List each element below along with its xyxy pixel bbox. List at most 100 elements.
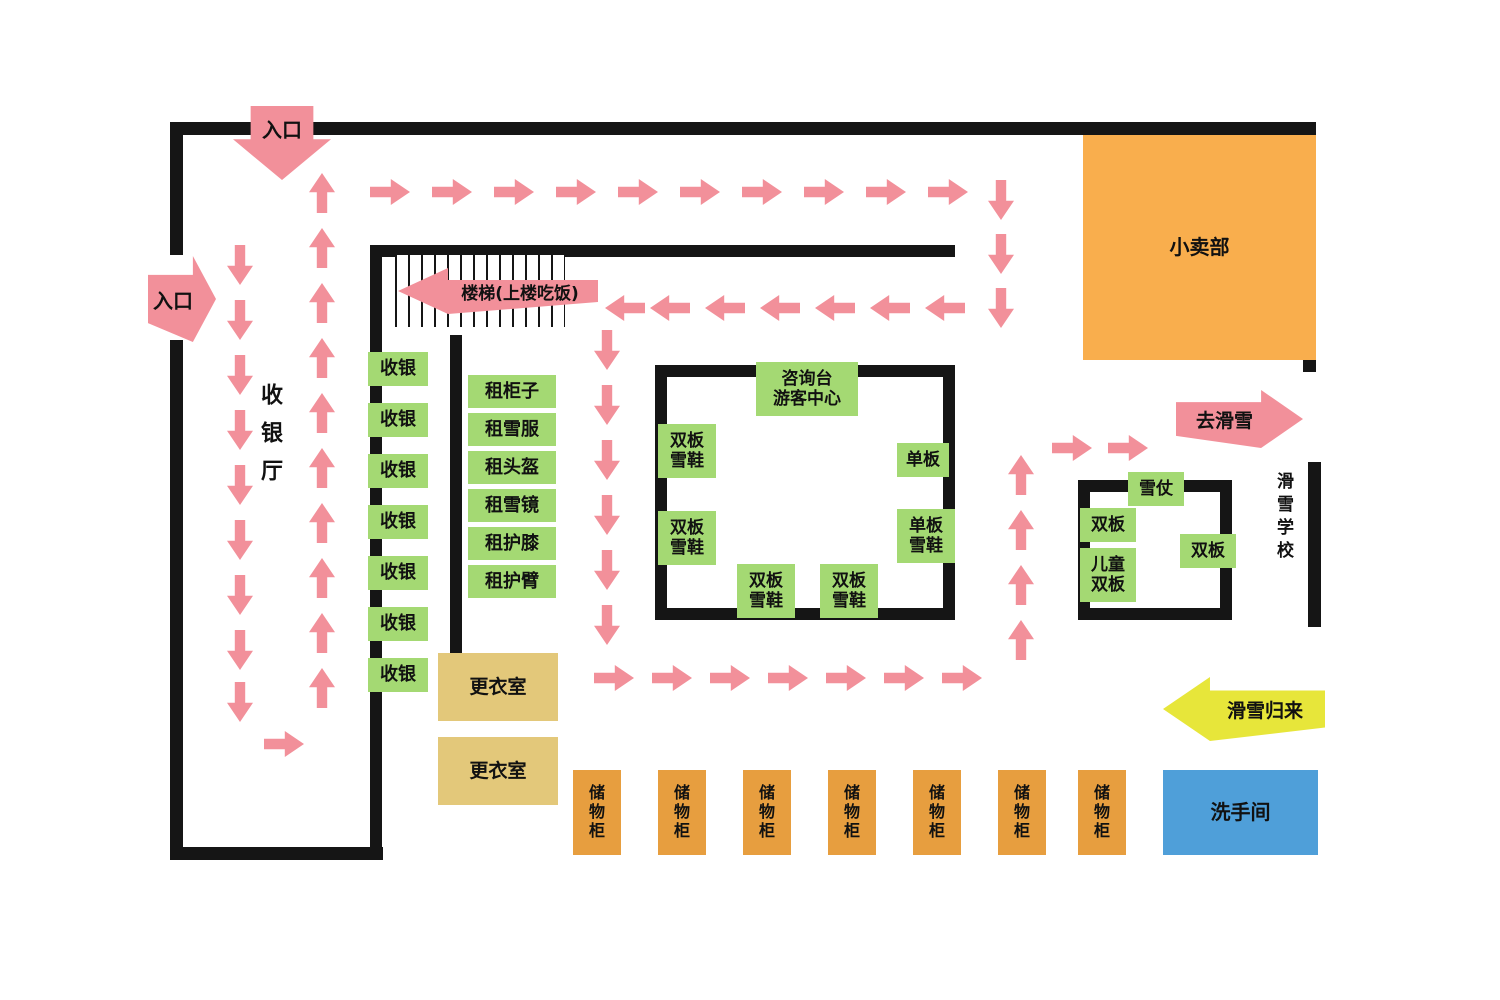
flow-arrow-left [605,295,645,321]
changing-room: 更衣室 [438,653,558,721]
wall [170,340,183,860]
flow-arrow-right [1108,435,1148,461]
cashier-hall-label: 收银厅 [257,383,282,497]
flow-arrow-down [988,288,1014,328]
flow-arrow-right [866,179,906,205]
single-board-boots-box: 单板 雪鞋 [897,509,955,563]
flow-arrow-right [594,665,634,691]
flow-arrow-up [309,338,335,378]
cashier-window: 收银 [368,454,428,488]
flow-arrow-left [815,295,855,321]
double-board-box: 双板 [1080,508,1136,542]
flow-arrow-up [309,503,335,543]
cashier-window: 收银 [368,607,428,641]
flow-arrow-up [1008,565,1034,605]
double-board-boots-box: 双板 雪鞋 [658,511,716,565]
flow-arrow-down [227,465,253,505]
rental-counter-knee-pads: 租护膝 [468,527,556,560]
flow-arrow-down [594,440,620,480]
single-board-box: 单板 [897,443,949,477]
flow-arrow-left [705,295,745,321]
double-board-boots-box: 双板 雪鞋 [658,424,716,478]
flow-arrow-left [650,295,690,321]
go-ski-arrow: 去滑雪 [1176,390,1303,448]
ski-return-arrow: 滑雪归来 [1163,677,1325,741]
flow-arrow-up [309,173,335,213]
storage-locker: 储 物 柜 [658,770,706,855]
flow-arrow-down [594,330,620,370]
cashier-window: 收银 [368,352,428,386]
changing-room: 更衣室 [438,737,558,805]
wall [655,608,955,620]
flow-arrow-left [925,295,965,321]
flow-arrow-down [227,300,253,340]
storage-locker: 储 物 柜 [743,770,791,855]
flow-arrow-up [309,228,335,268]
shop-area: 小卖部 [1083,135,1316,360]
rental-counter-arm-guards: 租护臂 [468,565,556,598]
cashier-window: 收银 [368,403,428,437]
entrance-arrow-top: 入口 [233,106,331,180]
flow-arrow-left [760,295,800,321]
flow-arrow-right [942,665,982,691]
flow-arrow-down [227,245,253,285]
wall [370,245,382,860]
flow-arrow-right [618,179,658,205]
flow-arrow-left [870,295,910,321]
flow-arrow-right [884,665,924,691]
restroom-area: 洗手间 [1163,770,1318,855]
flow-arrow-right [826,665,866,691]
entrance-arrow-left: 入口 [148,256,216,342]
storage-locker: 储 物 柜 [1078,770,1126,855]
flow-arrow-right [432,179,472,205]
storage-locker: 储 物 柜 [573,770,621,855]
storage-locker: 储 物 柜 [998,770,1046,855]
ski-school-label: 滑雪学校 [1273,472,1293,564]
flow-arrow-down [594,495,620,535]
flow-arrow-up [309,448,335,488]
flow-arrow-down [227,682,253,722]
storage-locker: 储 物 柜 [913,770,961,855]
wall [655,365,667,620]
flow-arrow-right [928,179,968,205]
flow-arrow-down [227,630,253,670]
flow-arrow-right [264,731,304,757]
flow-arrow-down [227,355,253,395]
flow-arrow-down [227,520,253,560]
flow-arrow-right [652,665,692,691]
flow-arrow-up [309,393,335,433]
cashier-window: 收银 [368,556,428,590]
flow-arrow-down [594,605,620,645]
flow-arrow-down [988,234,1014,274]
wall [375,245,955,257]
rental-counter-lockers: 租柜子 [468,375,556,408]
flow-arrow-right [742,179,782,205]
flow-arrow-down [227,410,253,450]
cashier-window: 收银 [368,658,428,692]
flow-arrow-up [309,668,335,708]
flow-arrow-up [309,283,335,323]
flow-arrow-right [556,179,596,205]
flow-arrow-right [804,179,844,205]
double-board-boots-box: 双板 雪鞋 [737,564,795,618]
flow-arrow-down [594,550,620,590]
flow-arrow-up [309,613,335,653]
wall [170,122,1316,135]
wall [170,847,383,860]
flow-arrow-down [988,180,1014,220]
flow-arrow-up [1008,510,1034,550]
flow-arrow-right [680,179,720,205]
flow-arrow-up [309,558,335,598]
flow-arrow-right [710,665,750,691]
double-board-boots-box: 双板 雪鞋 [820,564,878,618]
wall [170,122,183,255]
wall [1308,462,1321,627]
wall [450,335,462,655]
rental-counter-helmet: 租头盔 [468,451,556,484]
flow-arrow-right [494,179,534,205]
flow-arrow-up [1008,620,1034,660]
ski-poles-box: 雪仗 [1128,472,1184,506]
flow-arrow-up [1008,455,1034,495]
flow-arrow-right [1052,435,1092,461]
